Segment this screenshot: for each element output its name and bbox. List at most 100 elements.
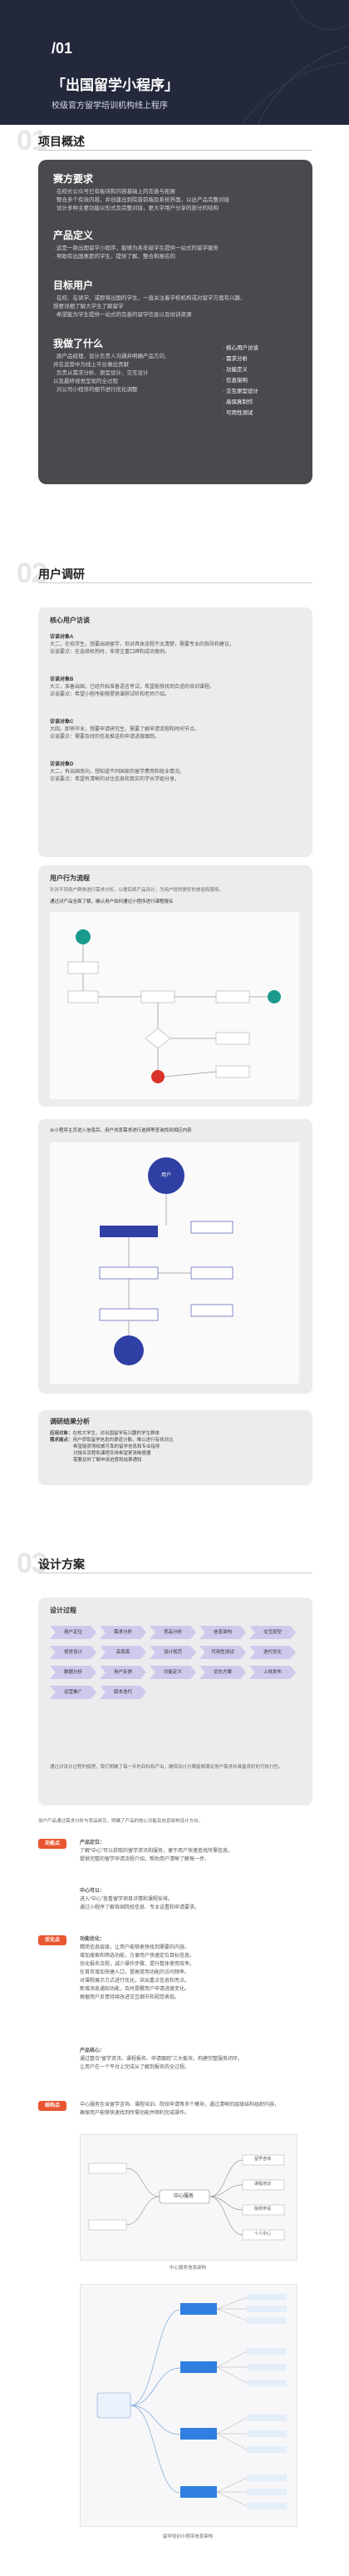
item-line: 新增消息通知功能，及时提醒用户申请进度变化。 [80, 1987, 190, 1992]
mindmap-caption: 留学培训小程序信息架构 [162, 2534, 214, 2539]
feature-item: · 核心用户访谈 [223, 345, 258, 351]
process-step: 功能定义 [150, 1666, 196, 1679]
block-line: · 帮助有出国意愿的学生，提供了解、整合和报名的 [53, 254, 175, 260]
design-item: 中心可以： 进入“中心”查看留学项目详情和课程安排。 通过小程序了解各国院校信息… [80, 1887, 312, 1912]
block-line: 以及最终视觉呈现的全过程 [53, 379, 118, 384]
process-step: 交互原型 [249, 1626, 296, 1639]
flow-title: 用户行为流程 [50, 874, 90, 882]
item-label: 功能优化： [80, 1937, 106, 1942]
block-heading: 目标用户 [53, 280, 94, 291]
interview-list: 访谈对象A 大二，在校学生，想要出国留学，但对具体流程不太清楚，需要专业的指导和… [50, 634, 299, 784]
process-step: 视觉设计 [50, 1646, 96, 1659]
section-divider [38, 582, 312, 583]
feature-item: · 高保真制作 [223, 399, 253, 405]
item-label: 产品定位： [80, 1840, 106, 1845]
process-step: 高保真 [100, 1646, 146, 1659]
item-line: 精简信息层级，让用户能够更快找到需要的内容。 [80, 1945, 190, 1950]
research-summary-card: 调研结果分析 应用对象：在校大学生，对出国留学有兴趣的学生群体 需求痛点：用户获… [38, 1410, 312, 1485]
feature-item: · 需求分析 [223, 356, 248, 362]
block-heading: 我做了什么 [53, 338, 104, 349]
item-line: 根据用户反馈持续改进交互细节和视觉表现。 [80, 1995, 180, 2000]
block-text: · 在校、在读学、或即将出国的学生，一直关注着学校机构或对留学方面有兴趣、 想要… [53, 295, 298, 320]
section-divider [38, 150, 312, 151]
interview-line: 大二，在校学生，想要出国留学，但对具体流程不太清楚，需要专业的指导和建议。 [50, 642, 235, 647]
process-title: 设计过程 [50, 1607, 76, 1614]
behavior-map-card: 从小程序主页进入信息后，用户浏览需求进行选择等查询找到相应内容 用户 [38, 1119, 312, 1394]
feature-tag: 功能点 [38, 1839, 66, 1849]
block-heading: 产品定义 [53, 230, 94, 241]
process-step: 用户反馈 [100, 1666, 146, 1679]
item-line: 通过整合“留学资讯、课程报名、申请跟踪”三大板块，构建完整服务闭环。 [80, 2057, 243, 2062]
block-heading: 赛方要求 [53, 173, 94, 185]
mindmap-center-label: 中心服务 [173, 2194, 194, 2199]
mindmap-branch: 个人中心 [253, 2232, 271, 2237]
process-step: 竞品分析 [150, 1626, 196, 1639]
summary-label: 需求痛点： [50, 1438, 73, 1443]
item-line: 优化报名流程，减少操作步骤，提升整体使用效率。 [80, 1962, 195, 1967]
item-line: 通过小程序了解各国院校信息、专业设置和申请要求。 [80, 1905, 200, 1910]
item-line: 进入“中心”查看留学项目详情和课程安排。 [80, 1897, 173, 1902]
interviewee-name: 访谈对象B [50, 677, 74, 682]
feature-item: · 信息架构 [223, 378, 248, 384]
summary-text: 在校大学生，对出国留学有兴趣的学生群体 [72, 1431, 160, 1436]
block-text: · 在校长公众号已有板块和内容基础上的完善与拓展 · 整合多个有效内容，并创建出… [53, 188, 298, 213]
interviewee-name: 访谈对象A [50, 635, 74, 640]
hero-decoration [240, 0, 349, 125]
process-step: 设计规范 [150, 1646, 196, 1659]
block-line: · 对公司小程序的细节进行优化调整 [53, 387, 138, 393]
hero-subtitle: 校级官方留学培训机构线上程序 [52, 102, 168, 111]
user-flow-diagram [50, 912, 299, 1099]
item-label: 中心可以： [80, 1889, 106, 1894]
interview-line: 访谈要点：希望有清晰的对比信息和真实的学长学姐分享。 [50, 777, 180, 782]
service-mindmap [80, 2134, 297, 2261]
item-line: 对课程展示方式进行优化，突出重点信息和亮点。 [80, 1979, 190, 1984]
mindmap-branch: 院校申请 [253, 2207, 271, 2212]
item-line: 了解“中心”可以获取的留学资讯和服务，便于用户快速查找所需信息。 [80, 1849, 233, 1854]
process-step: 数据分析 [50, 1666, 96, 1679]
design-item: 产品核心： 通过整合“留学资讯、课程报名、申请跟踪”三大板块，构建完整服务闭环。… [80, 2047, 312, 2072]
block-line: · 跟产品经理、设计负责人沟通并明确产品方向、 [53, 354, 170, 359]
interviewee-name: 访谈对象D [50, 762, 74, 767]
detail-intro: 用户产品通过需求分析与竞品研究，明确了产品的核心功能及信息架构设计方向。 [38, 1819, 204, 1824]
process-description: 通过对设计过程的梳理，我们明确了每一步的目标和产出，确保设计方案能够满足用户需求… [50, 1765, 283, 1770]
item-line: 增加搜索和筛选功能，方便用户快速定位目标信息。 [80, 1954, 195, 1959]
block-line: · 希望能为学生提供一站式的完善的留学信息以及培训资源 [53, 312, 192, 318]
mindmap-branch: 课程培训 [253, 2182, 271, 2187]
process-step: 上线发布 [249, 1666, 296, 1679]
interview-line: 大三，准备出国，已经开始准备语言考试，希望能够找到合适的培训课程。 [50, 685, 215, 690]
item-line: 在首页增加快捷入口，提高常用功能的访问频率。 [80, 1970, 190, 1975]
summary-title: 调研结果分析 [50, 1418, 90, 1425]
process-step: 迭代优化 [249, 1646, 296, 1659]
design-item: 中心服务包含留学咨询、课程培训、院校申请等多个模块，通过清晰的层级结构组织内容，… [80, 2101, 312, 2118]
item-line: 确保用户能够快速找到所需功能并顺利完成操作。 [80, 2111, 190, 2116]
design-process-card: 设计过程 用户定位 需求分析 竞品分析 信息架构 交互原型 视觉设计 高保真 设… [38, 1598, 312, 1806]
block-line: 想要详细了解大学生了解留学 [53, 304, 124, 310]
flow-description: 针对不同用户群体进行需求分析，以便后续产品设计，为用户提供更好的体验和服务。 [50, 888, 224, 893]
process-step: 需求分析 [100, 1626, 146, 1639]
interview-line: 访谈要点：需要及时的信息推送和申请进度跟踪。 [50, 735, 160, 740]
interview-card: 核心用户访谈 访谈对象A 大二，在校学生，想要出国留学，但对具体流程不太清楚，需… [38, 607, 312, 857]
user-flow-card: 用户行为流程 针对不同用户群体进行需求分析，以便后续产品设计，为用户提供更好的体… [38, 865, 312, 1107]
mindmap-caption: 中心服务信息架构 [169, 2266, 206, 2271]
process-step: 可用性测试 [199, 1646, 246, 1659]
block-text: · 跟产品经理、设计负责人沟通并明确产品方向、 并在运营中为线上平台做出贡献 ·… [53, 353, 211, 394]
summary-text: 对报名流程和课程安排希望更清晰便捷 [73, 1451, 151, 1456]
feature-list: · 核心用户访谈 · 需求分析 · 功能定义 · 信息架构 · 交互原型设计 ·… [223, 343, 297, 419]
block-line: · 负责从需求分析、原型设计、交互设计 [53, 370, 149, 376]
section-title: 设计方案 [38, 1558, 85, 1571]
block-text: · 这是一款出国留学小程序，能够为各年级学生提供一站式的留学服务 · 帮助有出国… [53, 245, 298, 261]
hero-number: /01 [52, 40, 73, 57]
interview-line: 访谈要点：希望小程序能够提供课程试听和老师介绍。 [50, 692, 170, 697]
feature-item: · 可用性测试 [223, 410, 253, 416]
block-line: · 在校、在读学、或即将出国的学生，一直关注着学校机构或对留学方面有兴趣、 [53, 295, 246, 301]
hero-banner: /01 「出国留学小程序」 校级官方留学培训机构线上程序 [0, 0, 349, 125]
block-line: · 在校长公众号已有板块和内容基础上的完善与拓展 [53, 189, 175, 195]
interview-line: 大二，有出国意向，想知道不同国家的留学费用和就业情况。 [50, 770, 185, 775]
block-line: · 这是一款出国留学小程序，能够为各年级学生提供一站式的留学服务 [53, 245, 219, 251]
process-step: 版本迭代 [100, 1686, 146, 1699]
section-title: 用户调研 [38, 567, 85, 581]
flow-subtitle: 通过对产品全面了解，确认用户如何通过小程序进行课程报名 [50, 899, 174, 904]
summary-text: 用户获取留学信息的渠道分散，难以进行有效对比 [72, 1438, 174, 1443]
process-step: 优化方案 [199, 1666, 246, 1679]
item-line: 让用户在一个平台上完成从了解到报名的全过程。 [80, 2065, 190, 2070]
